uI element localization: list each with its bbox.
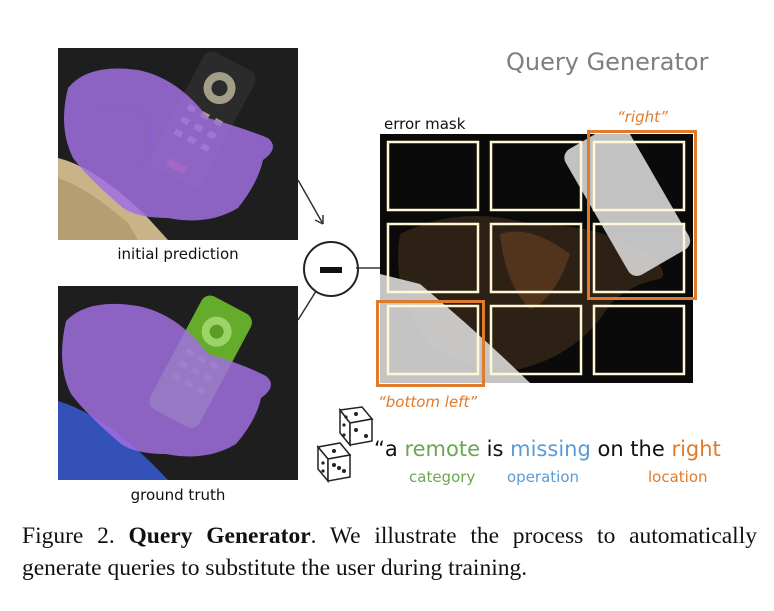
query-on-the: on the	[590, 437, 672, 461]
error-mask-image	[380, 134, 693, 383]
caption-bold-title: Query Generator	[128, 523, 311, 549]
ground-truth-image	[58, 286, 298, 480]
ground-truth-label: ground truth	[130, 486, 226, 504]
right-region-highlight	[587, 130, 697, 300]
initial-prediction-illustration	[58, 48, 298, 240]
query-is: is	[480, 437, 511, 461]
minus-icon	[320, 267, 342, 273]
operation-label: operation	[507, 468, 580, 486]
initial-prediction-label: initial prediction	[117, 245, 239, 263]
query-category-word: remote	[404, 437, 480, 461]
ground-truth-illustration	[58, 286, 298, 480]
error-mask-label: error mask	[384, 115, 466, 133]
figure-caption: Figure 2. Query Generator. We illustrate…	[22, 520, 757, 584]
right-region-label: “right”	[617, 108, 668, 126]
initial-prediction-image	[58, 48, 298, 240]
location-label: location	[648, 468, 708, 486]
bottom-left-region-label: “bottom left”	[378, 393, 478, 411]
query-generator-title: Query Generator	[506, 48, 709, 76]
query-operation-word: missing	[510, 437, 591, 461]
query-open: “a	[374, 437, 405, 461]
category-label: category	[409, 468, 476, 486]
minus-circle	[303, 241, 359, 297]
caption-prefix: Figure 2.	[22, 523, 115, 549]
dice-icon	[316, 406, 374, 484]
generated-query: “a remote is missing on the right	[374, 437, 721, 461]
error-mask-illustration	[380, 134, 693, 383]
arrow-to-error-mask	[356, 267, 380, 269]
query-location-word: right	[671, 437, 721, 461]
bottom-left-region-highlight	[376, 300, 485, 387]
caption-body: . We illustrate the process to automatic…	[22, 523, 757, 581]
